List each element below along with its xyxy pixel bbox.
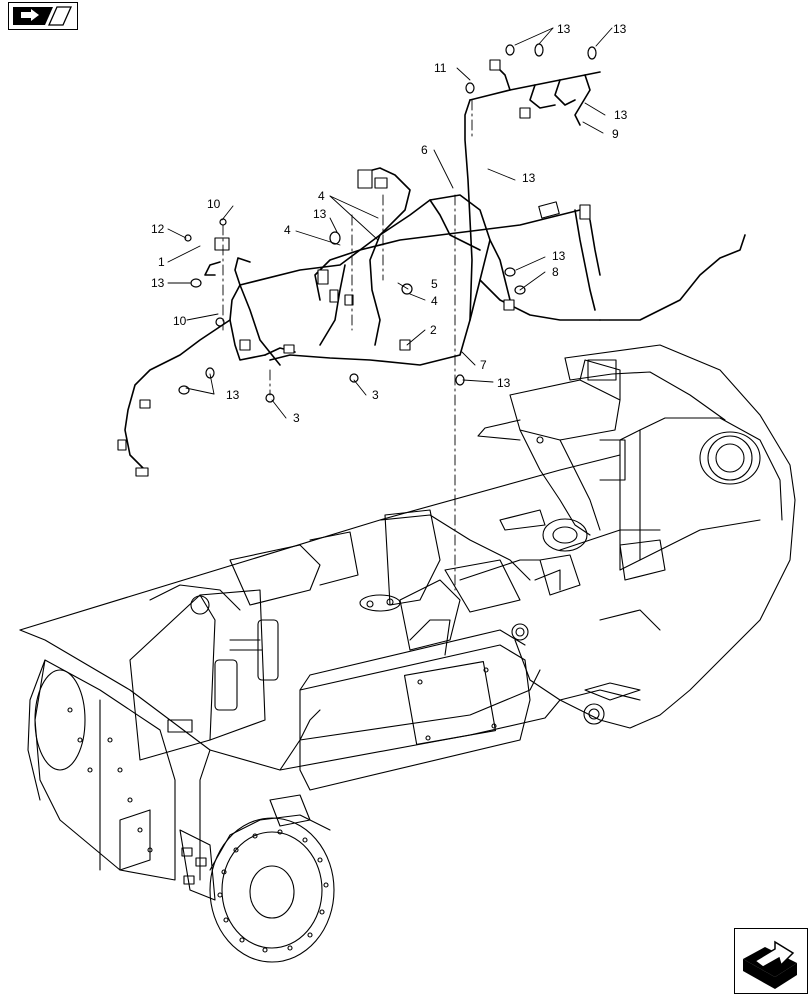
callout-1: 1 xyxy=(158,255,165,269)
catalog-nav-button[interactable] xyxy=(8,2,78,30)
callout-4-middle: 4 xyxy=(284,223,291,237)
callout-3-right: 3 xyxy=(372,388,379,402)
callout-5: 5 xyxy=(431,277,438,291)
leader-lines xyxy=(167,27,613,419)
clip-symbols xyxy=(178,43,597,403)
callout-13-lower-right: 13 xyxy=(497,376,511,390)
callout-13-right-upper: 13 xyxy=(614,108,628,122)
harness-connectors xyxy=(117,59,591,477)
callout-12: 12 xyxy=(151,222,165,236)
next-page-arrow-icon xyxy=(743,940,797,989)
callout-11: 11 xyxy=(434,61,447,75)
callout-labels: 13 13 11 13 9 6 13 4 10 13 12 4 1 13 13 … xyxy=(151,22,628,425)
callout-13-lower-left: 13 xyxy=(226,388,240,402)
callout-9: 9 xyxy=(612,127,619,141)
callout-7: 7 xyxy=(480,358,487,372)
callout-13-right-middle: 13 xyxy=(552,249,566,263)
callout-13-left: 13 xyxy=(151,276,165,290)
callout-13-center: 13 xyxy=(313,207,327,221)
callout-8: 8 xyxy=(552,265,559,279)
wiring-harness xyxy=(124,67,746,471)
callout-10-upper: 10 xyxy=(207,197,221,211)
callout-10-lower: 10 xyxy=(173,314,187,328)
book-arrow-icon xyxy=(13,6,73,26)
callout-3-left: 3 xyxy=(293,411,300,425)
chassis-frame xyxy=(19,344,796,963)
callout-13-top-right: 13 xyxy=(613,22,627,36)
callout-13-top-left: 13 xyxy=(557,22,571,36)
callout-2: 2 xyxy=(430,323,437,337)
callout-6: 6 xyxy=(421,143,428,157)
callout-13-center-right: 13 xyxy=(522,171,536,185)
callout-4-lower: 4 xyxy=(431,294,438,308)
callout-4-upper: 4 xyxy=(318,189,325,203)
next-page-button[interactable] xyxy=(734,928,808,994)
dash-dot-centerlines xyxy=(222,99,473,591)
